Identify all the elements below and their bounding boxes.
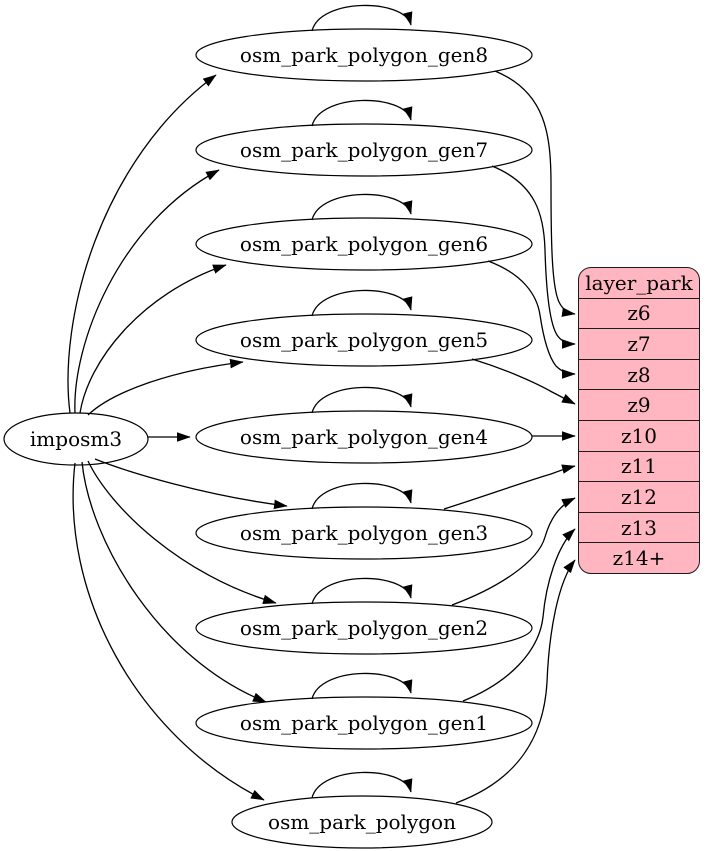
node-ellipse-gen2 bbox=[195, 601, 533, 655]
edge-gen7-to-z7 bbox=[491, 165, 576, 349]
self-loop-polygon bbox=[311, 771, 413, 799]
layer-park-node: layer_park z6 z7 z8 z9 z10 z11 z12 z13 z… bbox=[578, 267, 700, 574]
node-ellipse-polygon bbox=[231, 795, 493, 849]
self-loop-gen4 bbox=[311, 386, 413, 414]
edge-imposm3-to-gen8 bbox=[67, 74, 217, 414]
node-ellipse-gen1 bbox=[195, 696, 533, 750]
edge-imposm3-to-gen6 bbox=[79, 264, 227, 414]
layer-row-z14: z14+ bbox=[579, 542, 699, 573]
edge-imposm3-to-gen3 bbox=[94, 458, 288, 510]
node-label-gen4: osm_park_polygon_gen4 bbox=[239, 425, 489, 449]
self-loop-gen2 bbox=[311, 577, 413, 605]
layer-row-z7: z7 bbox=[579, 328, 699, 359]
self-loop-gen8 bbox=[311, 4, 413, 32]
layer-row-z13: z13 bbox=[579, 511, 699, 543]
edge-polygon-to-z14 bbox=[455, 559, 576, 804]
node-ellipse-gen4 bbox=[195, 410, 533, 464]
self-loop-gen1 bbox=[311, 672, 413, 700]
layer-row-z9: z9 bbox=[579, 389, 699, 420]
node-ellipse-gen3 bbox=[195, 506, 533, 560]
node-ellipse-gen6 bbox=[195, 217, 533, 271]
node-ellipse-imposm3 bbox=[3, 412, 149, 466]
node-label-gen8: osm_park_polygon_gen8 bbox=[239, 43, 489, 67]
edge-imposm3-to-gen5 bbox=[87, 358, 244, 416]
edge-imposm3-to-gen2 bbox=[87, 460, 277, 604]
node-label-gen2: osm_park_polygon_gen2 bbox=[239, 616, 489, 640]
layer-row-z6: z6 bbox=[579, 297, 699, 329]
node-ellipse-gen7 bbox=[195, 123, 533, 177]
node-label-gen7: osm_park_polygon_gen7 bbox=[239, 138, 489, 162]
edge-gen8-to-z6 bbox=[494, 70, 576, 317]
node-label-gen5: osm_park_polygon_gen5 bbox=[239, 328, 489, 352]
node-label-gen3: osm_park_polygon_gen3 bbox=[239, 521, 489, 545]
self-loop-gen6 bbox=[311, 193, 413, 221]
node-label-gen1: osm_park_polygon_gen1 bbox=[239, 711, 489, 735]
layer-row-z8: z8 bbox=[579, 358, 699, 390]
self-loop-gen7 bbox=[311, 99, 413, 127]
node-label-gen6: osm_park_polygon_gen6 bbox=[239, 232, 489, 256]
layer-row-z10: z10 bbox=[579, 419, 699, 451]
edge-imposm3-to-polygon bbox=[72, 462, 265, 801]
node-ellipse-gen8 bbox=[195, 28, 533, 82]
layer-row-z11: z11 bbox=[579, 450, 699, 482]
edge-gen5-to-z9 bbox=[471, 358, 576, 405]
node-label-polygon: osm_park_polygon bbox=[268, 810, 456, 834]
edge-gen1-to-z13 bbox=[462, 528, 576, 702]
edge-gen3-to-z11 bbox=[443, 464, 576, 510]
layer-row-z12: z12 bbox=[579, 481, 699, 512]
node-ellipse-gen5 bbox=[195, 313, 533, 367]
node-label-imposm3: imposm3 bbox=[29, 427, 123, 451]
edge-gen2-to-z12 bbox=[451, 497, 576, 606]
self-loop-gen5 bbox=[311, 289, 413, 317]
layer-park-title: layer_park bbox=[585, 270, 693, 295]
self-loop-gen3 bbox=[311, 482, 413, 510]
edge-imposm3-to-gen1 bbox=[81, 461, 267, 703]
edge-gen6-to-z8 bbox=[487, 260, 576, 379]
edge-imposm3-to-gen7 bbox=[74, 169, 220, 414]
